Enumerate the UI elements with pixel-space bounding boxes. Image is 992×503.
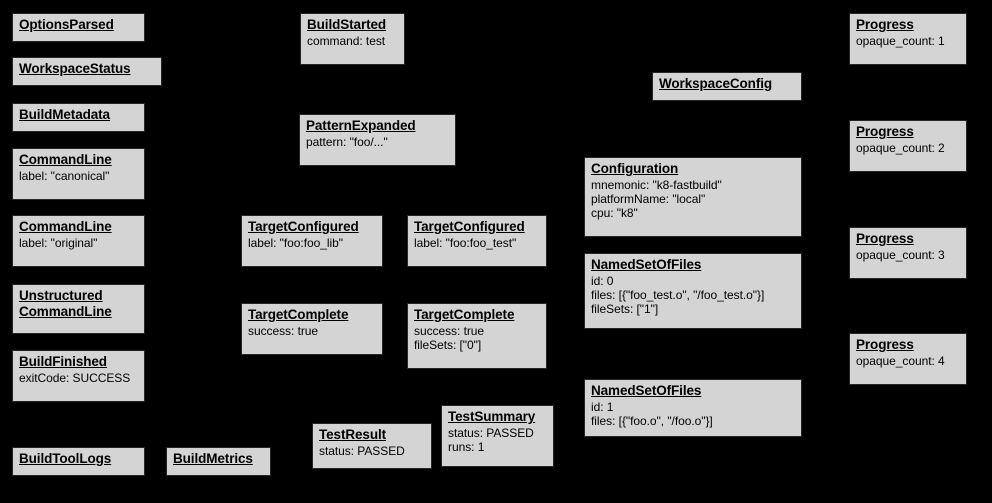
event-node-property: fileSets: ["0"]	[414, 338, 482, 353]
event-node-property: opaque_count: 3	[856, 247, 945, 262]
event-node-properties: mnemonic: "k8-fastbuild"platformName: "l…	[591, 178, 795, 220]
event-node-properties: success: true	[248, 324, 376, 338]
event-node-properties: status: PASSED	[319, 444, 425, 458]
event-node-title: NamedSetOfFiles	[591, 383, 702, 398]
event-node-property: success: true	[414, 323, 485, 338]
event-node-title: TestSummary	[448, 409, 536, 424]
event-node-property: success: true	[248, 323, 319, 338]
event-node-property: pattern: "foo/..."	[306, 134, 388, 149]
event-node-title: BuildFinished	[19, 354, 107, 369]
event-node-properties: pattern: "foo/..."	[306, 135, 449, 149]
event-node-properties: opaque_count: 1	[856, 34, 960, 48]
event-node-property: label: "canonical"	[19, 168, 110, 183]
event-node-properties: opaque_count: 4	[856, 354, 960, 368]
event-node-property: mnemonic: "k8-fastbuild"	[591, 177, 722, 192]
event-node-title: Progress	[856, 17, 914, 32]
event-node-title: Progress	[856, 124, 914, 139]
event-node-title: Configuration	[591, 161, 679, 176]
event-node-title: TargetComplete	[248, 307, 349, 322]
event-node-title: BuildStarted	[307, 17, 387, 32]
event-node-property: cpu: "k8"	[591, 206, 638, 221]
event-node-property: command: test	[307, 33, 386, 48]
event-node-title: OptionsParsed	[19, 17, 114, 32]
event-node-build-metadata[interactable]: BuildMetadata	[12, 103, 145, 132]
event-node-title: Unstructured CommandLine	[19, 288, 112, 319]
event-node-property: opaque_count: 1	[856, 33, 945, 48]
event-node-title: TestResult	[319, 427, 387, 442]
event-node-properties: label: "canonical"	[19, 169, 138, 183]
event-node-property: id: 0	[591, 273, 614, 288]
event-node-property: files: [{"foo.o", "/foo.o"}]	[591, 414, 713, 429]
event-node-properties: exitCode: SUCCESS	[19, 371, 138, 385]
event-node-build-metrics[interactable]: BuildMetrics	[166, 447, 271, 476]
event-node-title: PatternExpanded	[306, 118, 416, 133]
event-node-property: status: PASSED	[448, 425, 534, 440]
event-node-property: runs: 1	[448, 440, 485, 455]
event-node-workspace-status[interactable]: WorkspaceStatus	[12, 57, 162, 86]
event-node-property: status: PASSED	[319, 443, 405, 458]
event-node-unstructured-command-line[interactable]: Unstructured CommandLine	[12, 284, 145, 334]
event-node-options-parsed[interactable]: OptionsParsed	[12, 13, 145, 42]
event-node-properties: label: "foo:foo_lib"	[248, 236, 376, 250]
event-node-title: WorkspaceStatus	[19, 61, 131, 76]
event-node-property: label: "foo:foo_lib"	[248, 235, 343, 250]
event-node-title: CommandLine	[19, 152, 112, 167]
event-node-property: platformName: "local"	[591, 192, 706, 207]
event-node-property: id: 1	[591, 399, 614, 414]
event-node-property: exitCode: SUCCESS	[19, 370, 131, 385]
event-node-title: BuildMetrics	[173, 451, 253, 466]
event-node-title: BuildToolLogs	[19, 451, 112, 466]
event-node-build-tool-logs[interactable]: BuildToolLogs	[12, 447, 145, 476]
event-node-title: TargetConfigured	[414, 219, 525, 234]
event-node-title: CommandLine	[19, 219, 112, 234]
event-node-title: TargetConfigured	[248, 219, 359, 234]
event-node-title: TargetComplete	[414, 307, 515, 322]
event-node-properties: label: "foo:foo_test"	[414, 236, 540, 250]
event-node-property: fileSets: ["1"]	[591, 302, 659, 317]
event-node-title: WorkspaceConfig	[659, 76, 773, 91]
event-node-properties: opaque_count: 2	[856, 141, 960, 155]
event-node-property: label: "original"	[19, 235, 98, 250]
event-node-properties: label: "original"	[19, 236, 138, 250]
event-node-title: BuildMetadata	[19, 107, 110, 122]
event-node-title: NamedSetOfFiles	[591, 257, 702, 272]
event-node-property: label: "foo:foo_test"	[414, 235, 517, 250]
event-node-properties: opaque_count: 3	[856, 248, 960, 262]
event-node-property: opaque_count: 4	[856, 353, 945, 368]
event-node-property: opaque_count: 2	[856, 140, 945, 155]
event-node-title: Progress	[856, 337, 914, 352]
event-node-workspace-config[interactable]: WorkspaceConfig	[652, 72, 802, 101]
event-node-title: Progress	[856, 231, 914, 246]
event-node-properties: command: test	[307, 34, 398, 48]
event-node-property: files: [{"foo_test.o", "/foo_test.o"}]	[591, 288, 765, 303]
